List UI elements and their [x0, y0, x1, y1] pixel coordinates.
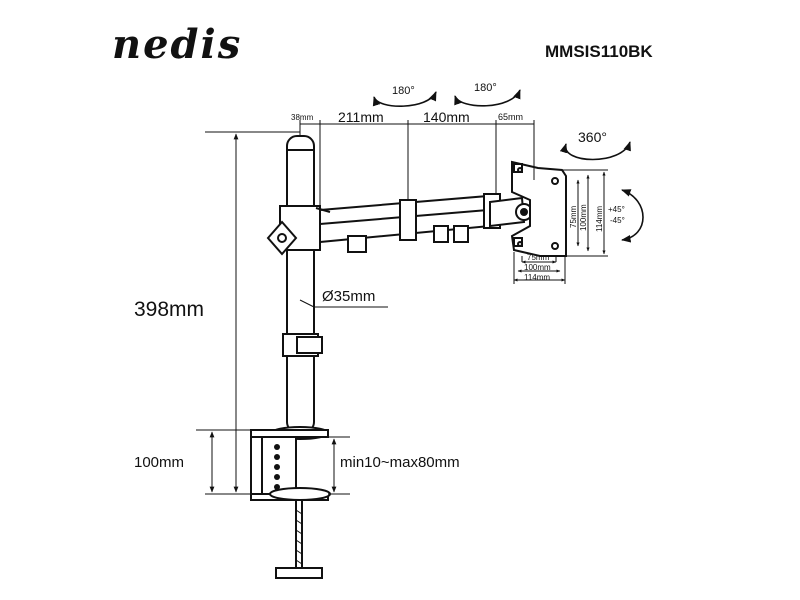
- vesa-width-75-label: 75mm: [527, 253, 550, 262]
- vesa-width-100-label: 100mm: [524, 263, 551, 272]
- rotation-arrows: [372, 89, 644, 243]
- vesa-plate: [510, 160, 567, 257]
- desk-clamp: [250, 426, 331, 579]
- vesa-width-114-label: 114mm: [524, 273, 550, 282]
- pole-collar: [282, 333, 323, 357]
- rotation-joint-2-label: 180°: [474, 82, 497, 94]
- brand-logo: nedis: [112, 21, 242, 68]
- rotation-head-label: 360°: [578, 129, 607, 145]
- head-offset-label: 65mm: [498, 112, 523, 122]
- pole-height-label: 398mm: [134, 298, 204, 321]
- tilt-up-label: +45°: [608, 205, 625, 214]
- vesa-height-100-label: 100mm: [579, 204, 588, 231]
- arm-segment-1-label: 211mm: [338, 109, 384, 125]
- clamp-height-label: 100mm: [134, 454, 184, 471]
- rotate-arrow-joint-2: [454, 89, 521, 107]
- thread: [295, 509, 303, 565]
- top-offset-label: 38mm: [291, 113, 314, 122]
- vesa-height-114-label: 114mm: [595, 206, 604, 232]
- vesa-height-75-label: 75mm: [569, 205, 578, 228]
- rotate-arrow-head: [559, 141, 631, 161]
- clamp-holes: [274, 444, 280, 490]
- tilt-down-label: -45°: [610, 216, 625, 225]
- pole: [286, 135, 315, 433]
- pole-diameter-label: Ø35mm: [322, 288, 375, 305]
- arm-segment-2-label: 140mm: [423, 109, 470, 125]
- rotation-joint-1-label: 180°: [392, 85, 415, 97]
- tilt-arrow: [621, 189, 644, 243]
- dimension-lines: [196, 120, 608, 495]
- model-number: MMSIS110BK: [545, 42, 653, 61]
- desk-thickness-label: min10~max80mm: [340, 454, 460, 471]
- rotate-arrow-joint-1: [372, 91, 437, 107]
